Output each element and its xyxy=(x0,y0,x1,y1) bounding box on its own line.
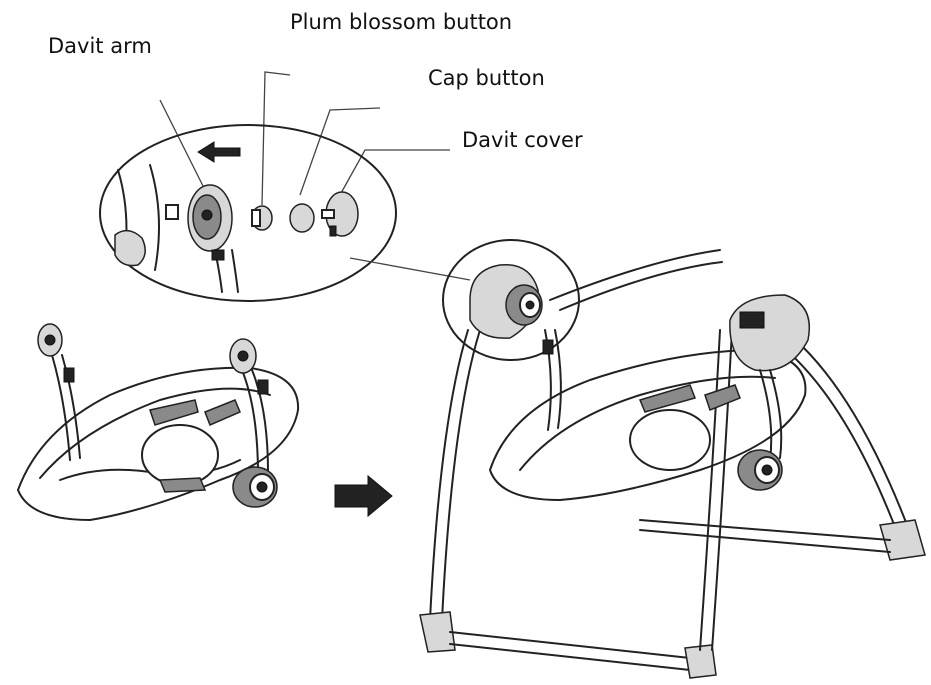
leader-plum-blossom-button xyxy=(261,71,291,206)
davit-arm-label: Davit arm xyxy=(48,34,152,58)
hub-highlight-circle xyxy=(442,239,580,361)
arrow-right-icon xyxy=(334,474,393,518)
arrow-left-icon xyxy=(197,141,241,163)
magnifier-ellipse xyxy=(99,124,397,302)
cap-button-label: Cap button xyxy=(428,66,545,90)
seat-folded xyxy=(17,323,300,521)
plum-blossom-button-label: Plum blossom button xyxy=(290,10,513,34)
detail-magnifier xyxy=(99,124,471,302)
leader-davit-arm xyxy=(159,99,206,191)
leader-lines xyxy=(159,71,450,206)
davit-cover-label: Davit cover xyxy=(462,128,583,152)
swing-assembled xyxy=(419,239,926,679)
magnifier-connector xyxy=(349,257,471,281)
leader-cap-button xyxy=(299,107,381,196)
leader-davit-cover xyxy=(339,149,450,196)
